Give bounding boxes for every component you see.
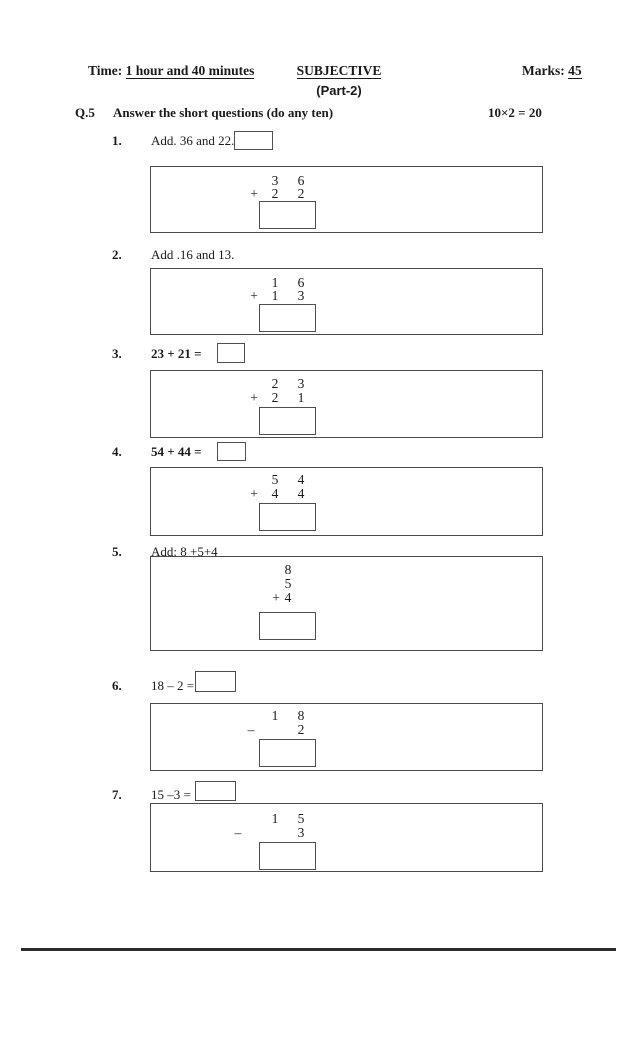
q3-answer-box[interactable] [259, 407, 316, 435]
q1-work-box: 3 6 + 2 2 [150, 166, 543, 233]
q7-number: 7. [112, 787, 122, 802]
q5-answer-box[interactable] [259, 612, 316, 640]
q4-digit: 4 [271, 486, 279, 501]
q4-number: 4. [112, 444, 122, 459]
q2-digit: 6 [297, 275, 305, 290]
question-5-line: 5. Add: 8 +5+4 [0, 544, 638, 562]
paper-title-wrap: SUBJECTIVE [254, 63, 424, 79]
q7-work-box: 1 5 – 3 [150, 803, 543, 872]
q6-work-box: 1 8 – 2 [150, 703, 543, 771]
q5-digit: 5 [284, 576, 292, 591]
q6-inline-answer-box[interactable] [195, 671, 236, 692]
q3-digit: 2 [271, 390, 279, 405]
q5-number: 5. [112, 544, 122, 559]
q4-text: 54 + 44 = [151, 444, 202, 459]
q7-digit: 5 [297, 811, 305, 826]
q3-digit: 2 [271, 376, 279, 391]
marks-field: Marks: 45 [522, 63, 582, 79]
q7-text: 15 –3 = [151, 787, 191, 802]
question-1-line: 1. Add. 36 and 22. [0, 133, 638, 151]
section-marks: 10×2 = 20 [488, 105, 542, 120]
q2-answer-box[interactable] [259, 304, 316, 332]
time-value: 1 hour and 40 minutes [125, 63, 255, 79]
q5-digit: 4 [284, 590, 292, 605]
question-7-line: 7. 15 –3 = [0, 787, 638, 805]
q2-number: 2. [112, 247, 122, 262]
q3-text: 23 + 21 = [151, 346, 202, 361]
q6-number: 6. [112, 678, 122, 693]
paper-subtitle: (Part-2) [316, 83, 362, 98]
time-label: Time: [88, 63, 123, 78]
q2-digit: 1 [271, 275, 279, 290]
bottom-divider [21, 948, 616, 951]
q6-operator: – [247, 722, 255, 737]
paper-title: SUBJECTIVE [296, 63, 382, 79]
q6-digit: 2 [297, 722, 305, 737]
q3-inline-answer-box[interactable] [217, 343, 245, 363]
section-instruction: Answer the short questions (do any ten) [113, 105, 334, 120]
q5-digit: 8 [284, 562, 292, 577]
marks-value: 45 [568, 63, 582, 79]
q1-inline-answer-box[interactable] [234, 131, 273, 150]
question-6-line: 6. 18 – 2 = [0, 678, 638, 696]
time-field: Time: 1 hour and 40 minutes [88, 63, 255, 79]
q2-digit: 3 [297, 288, 305, 303]
q1-text: Add. 36 and 22. [151, 133, 235, 148]
q7-digit: 1 [271, 811, 279, 826]
q2-work-box: 1 6 + 1 3 [150, 268, 543, 335]
q1-digit: 2 [271, 186, 279, 201]
question-4-line: 4. 54 + 44 = [0, 444, 638, 462]
q4-digit: 5 [271, 472, 279, 487]
question-2-line: 2. Add .16 and 13. [0, 247, 638, 265]
q7-operator: – [234, 825, 242, 840]
q5-operator: + [272, 590, 280, 605]
q5-work-box: 8 5 + 4 [150, 556, 543, 651]
q7-inline-answer-box[interactable] [195, 781, 236, 801]
q4-digit: 4 [297, 486, 305, 501]
q4-inline-answer-box[interactable] [217, 442, 246, 461]
q3-digit: 3 [297, 376, 305, 391]
q1-digit: 3 [271, 173, 279, 188]
q4-answer-box[interactable] [259, 503, 316, 531]
q2-digit: 1 [271, 288, 279, 303]
q6-digit: 1 [271, 708, 279, 723]
q1-number: 1. [112, 133, 122, 148]
marks-label: Marks: [522, 63, 565, 78]
question-3-line: 3. 23 + 21 = [0, 346, 638, 364]
q2-text: Add .16 and 13. [151, 247, 235, 262]
q3-number: 3. [112, 346, 122, 361]
q3-operator: + [250, 390, 258, 405]
q7-answer-box[interactable] [259, 842, 316, 870]
q5-text: Add: 8 +5+4 [151, 544, 218, 559]
q6-answer-box[interactable] [259, 739, 316, 767]
q2-operator: + [250, 288, 258, 303]
q4-operator: + [250, 486, 258, 501]
q6-text: 18 – 2 = [151, 678, 195, 693]
q3-work-box: 2 3 + 2 1 [150, 370, 543, 438]
q4-work-box: 5 4 + 4 4 [150, 467, 543, 536]
q1-digit: 6 [297, 173, 305, 188]
q7-digit: 3 [297, 825, 305, 840]
q1-digit: 2 [297, 186, 305, 201]
q3-digit: 1 [297, 390, 305, 405]
section-number: Q.5 [75, 105, 95, 120]
q1-answer-box[interactable] [259, 201, 316, 229]
q1-operator: + [250, 186, 258, 201]
q4-digit: 4 [297, 472, 305, 487]
q6-digit: 8 [297, 708, 305, 723]
